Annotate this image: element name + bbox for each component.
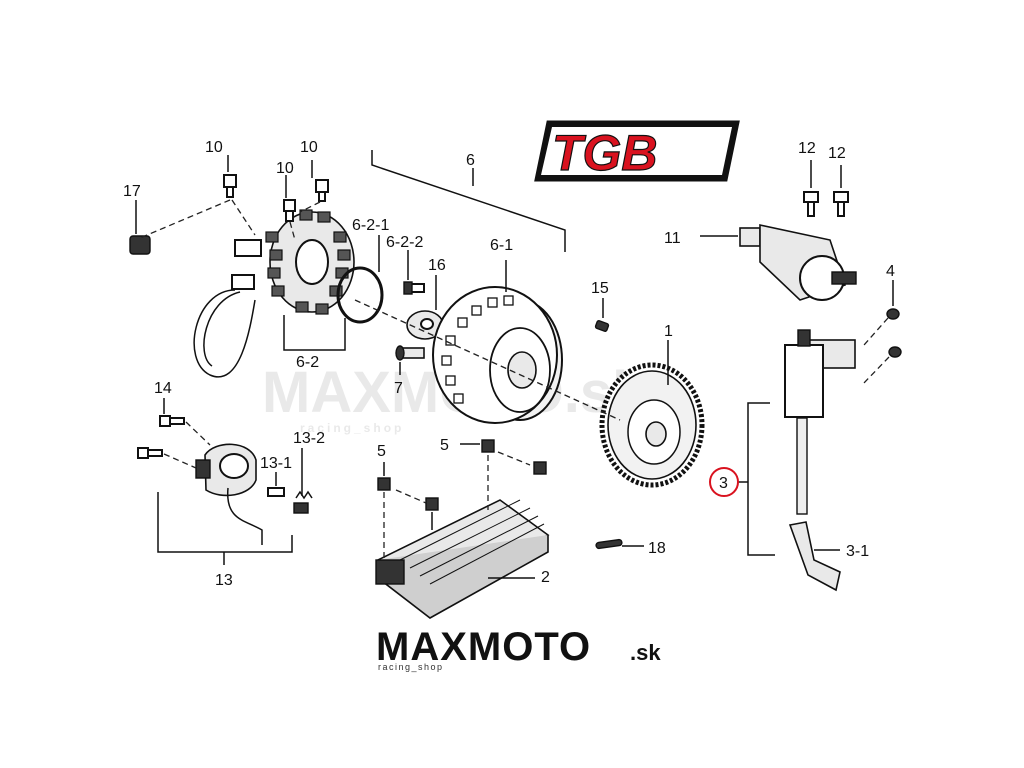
bolt-4 xyxy=(861,280,902,386)
label-14: 14 xyxy=(154,380,172,397)
label-6-2-1: 6-2-1 xyxy=(352,217,389,234)
label-18: 18 xyxy=(648,540,666,557)
stator-assembly xyxy=(193,209,355,378)
flywheel-6-1 xyxy=(432,260,563,424)
grommet-17 xyxy=(129,235,151,255)
label-17: 17 xyxy=(123,183,141,200)
ignition-coil-3 xyxy=(784,329,856,592)
stud-7 xyxy=(395,345,425,375)
highlight-circle-3 xyxy=(709,467,739,497)
label-3: 3 xyxy=(719,475,728,492)
callout-labels: 10 10 10 17 6 6-2-1 6-2-2 16 6-1 6-2 7 1… xyxy=(123,139,895,589)
maxmoto-logo-text: MAXMOTO xyxy=(376,625,591,669)
label-5: 5 xyxy=(440,437,449,454)
label-10: 10 xyxy=(276,160,294,177)
regulator-2 xyxy=(375,499,550,619)
screw-6-2-2 xyxy=(403,250,425,295)
label-6: 6 xyxy=(466,152,475,169)
starter-gear-1 xyxy=(599,340,705,488)
o-ring-6-2-1 xyxy=(336,266,384,324)
starter-motor-11 xyxy=(700,224,857,301)
label-12: 12 xyxy=(798,140,816,157)
label-10: 10 xyxy=(205,139,223,156)
label-11: 11 xyxy=(664,230,681,247)
label-13-1: 13-1 xyxy=(260,455,292,472)
screw-12 xyxy=(803,160,849,217)
label-6-2: 6-2 xyxy=(296,354,319,371)
bolt-14 xyxy=(137,398,211,469)
label-5: 5 xyxy=(377,443,386,460)
label-12: 12 xyxy=(828,145,846,162)
spring-13-2 xyxy=(267,448,313,514)
tgb-logo: TGB xyxy=(534,120,740,182)
label-10: 10 xyxy=(300,139,318,156)
pickup-sensor-13 xyxy=(195,443,263,545)
label-4: 4 xyxy=(886,263,895,280)
key-15 xyxy=(594,320,610,332)
label-15: 15 xyxy=(591,280,609,297)
label-16: 16 xyxy=(428,257,446,274)
label-6-2-2: 6-2-2 xyxy=(386,234,423,251)
watermark-tagline: racing_shop xyxy=(300,421,404,435)
tgb-logo-text: TGB xyxy=(552,125,658,181)
label-13-2: 13-2 xyxy=(293,430,325,447)
label-13: 13 xyxy=(215,572,233,589)
label-6-1: 6-1 xyxy=(490,237,513,254)
label-1: 1 xyxy=(664,323,673,340)
label-2: 2 xyxy=(541,569,550,586)
maxmoto-logo: MAXMOTO .sk racing_shop xyxy=(376,625,661,672)
label-3-1: 3-1 xyxy=(846,543,869,560)
label-7: 7 xyxy=(394,380,403,397)
maxmoto-logo-tagline: racing_shop xyxy=(378,662,444,672)
pin-18 xyxy=(595,538,644,550)
bolt-5 xyxy=(377,439,547,579)
maxmoto-logo-suffix: .sk xyxy=(630,640,661,665)
bolt-10 xyxy=(223,174,329,222)
